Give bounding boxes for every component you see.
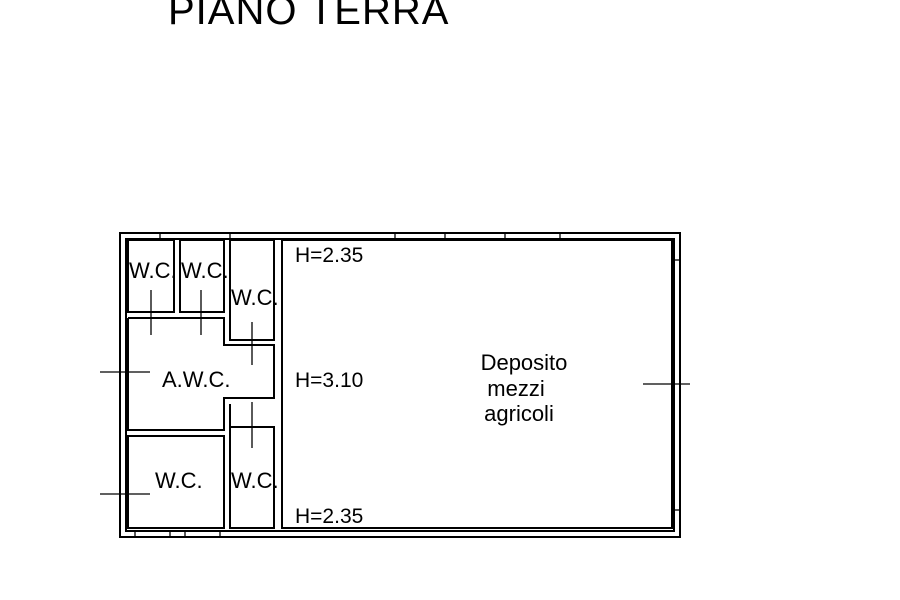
room-label-deposito-line-1: Deposito [481,350,568,375]
plan-title: PIANO TERRA [168,0,449,33]
section-markers [100,371,690,495]
height-label-bottom: H=2.35 [295,505,363,528]
room-label-wc-4: W.C. [155,468,203,493]
room-label-awc: A.W.C. [162,367,230,392]
room-label-deposito-line-2: mezzi [487,376,544,401]
room-label-wc-1: W.C. [129,258,177,283]
room-label-wc-5: W.C. [231,468,279,493]
height-label-middle: H=3.10 [295,369,363,392]
room-label-wc-3: W.C. [231,285,279,310]
room-label-deposito-line-3: agricoli [484,401,554,426]
door-marks [150,290,253,448]
height-label-top: H=2.35 [295,244,363,267]
room-label-wc-2: W.C. [181,258,229,283]
